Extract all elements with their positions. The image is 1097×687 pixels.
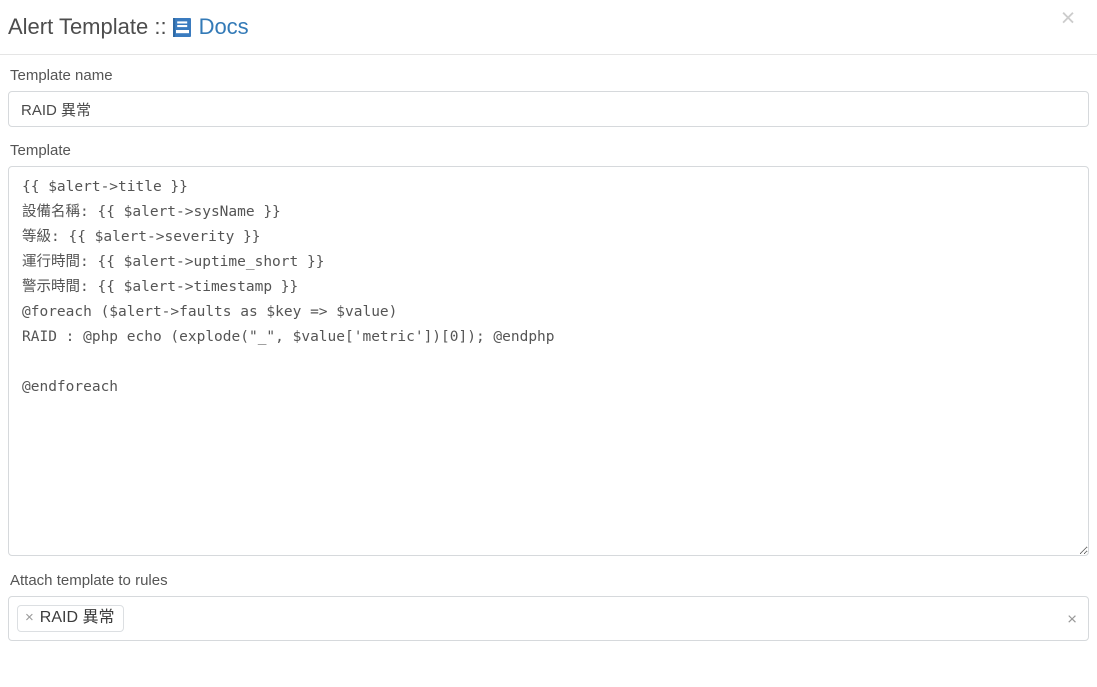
clear-selection-icon[interactable]: × xyxy=(1067,609,1077,628)
docs-link[interactable]: Docs xyxy=(172,13,249,40)
modal-body: Template name Template Attach template t… xyxy=(0,55,1097,641)
template-name-input[interactable] xyxy=(8,91,1089,127)
book-icon xyxy=(172,17,192,38)
attach-rules-label: Attach template to rules xyxy=(10,572,168,589)
close-icon[interactable]: × xyxy=(1053,3,1083,33)
tag-remove-icon[interactable]: × xyxy=(25,609,34,626)
modal-header: Alert Template :: Docs × xyxy=(0,0,1097,55)
spacer xyxy=(8,556,1087,572)
template-name-label: Template name xyxy=(10,67,113,84)
tag-label: RAID 異常 xyxy=(39,609,115,626)
tag-chip[interactable]: × RAID 異常 xyxy=(17,605,125,632)
template-body-textarea[interactable] xyxy=(8,166,1089,556)
docs-link-label: Docs xyxy=(198,13,249,39)
spacer xyxy=(8,127,1087,142)
template-body-label: Template xyxy=(10,142,71,159)
page-title-text: Alert Template :: xyxy=(8,13,167,39)
page-title: Alert Template :: Docs xyxy=(8,14,249,40)
attach-rules-select[interactable]: × RAID 異常 × xyxy=(8,596,1089,641)
